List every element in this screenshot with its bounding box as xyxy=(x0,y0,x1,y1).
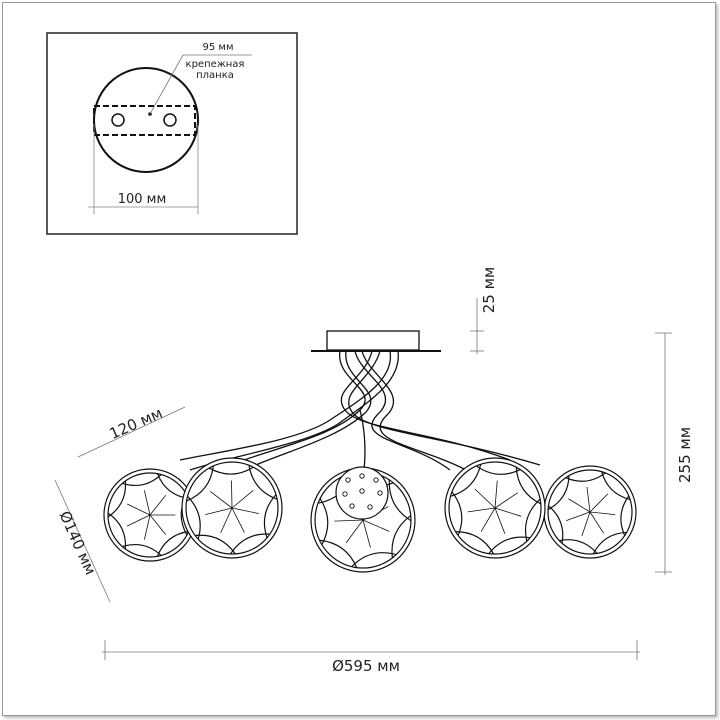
total-diameter-label: Ø595 мм xyxy=(332,657,400,675)
screw-hole xyxy=(163,113,177,127)
plate-length-label: 95 мм xyxy=(203,42,234,53)
ceiling-canopy xyxy=(311,330,441,352)
glass-globe xyxy=(543,465,637,559)
canopy-top-view xyxy=(93,67,199,173)
screw-hole xyxy=(111,113,125,127)
shade-diameter-label: Ø140 мм xyxy=(56,508,100,577)
canopy-diameter-label: 100 мм xyxy=(118,192,167,207)
mounting-inset: 95 мм крепежная планка 100 мм xyxy=(46,32,298,235)
glass-globe xyxy=(181,457,283,559)
shade-diameter-dimension-line xyxy=(54,479,111,603)
glass-globe xyxy=(444,457,546,559)
canopy-height-label: 25 мм xyxy=(480,267,498,314)
plate-name-line2: планка xyxy=(196,70,234,81)
plate-name-line1: крепежная xyxy=(186,59,245,70)
total-height-label: 255 мм xyxy=(676,427,694,483)
mounting-plate-dashed xyxy=(93,105,196,136)
twisted-arms xyxy=(179,350,541,476)
arm-length-dimension-line xyxy=(77,406,186,458)
arm-length-label: 120 мм xyxy=(107,404,166,443)
leader-line xyxy=(149,54,252,115)
inset-box xyxy=(46,32,298,235)
center-lamp-cap xyxy=(335,466,389,520)
